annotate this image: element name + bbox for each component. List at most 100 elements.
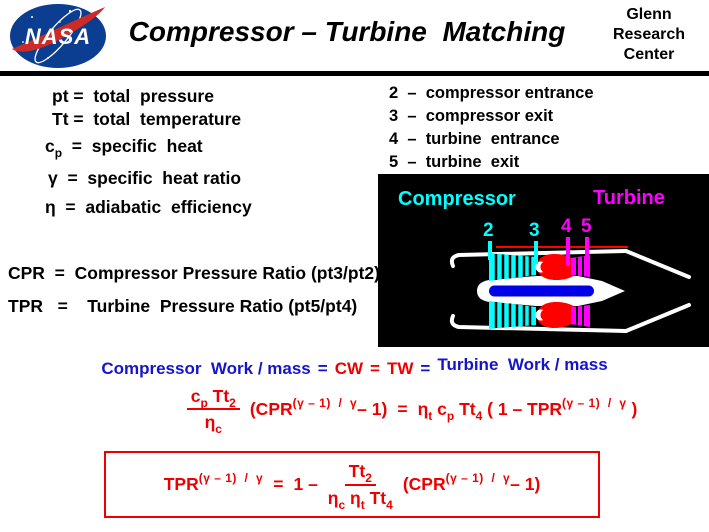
nasa-logo-orbit — [34, 8, 82, 64]
work-mass-equation: Compressor Work / mass = CW = TW = Turbi… — [0, 355, 709, 379]
Tt2-symbol: Tt — [207, 386, 230, 406]
eta-t-symbol: η — [345, 487, 361, 508]
nasa-logo-text: NASA — [25, 24, 91, 49]
nozzle-top — [624, 249, 691, 279]
turbine-blades-top — [576, 256, 584, 277]
definition-text: = total pressure — [68, 86, 214, 106]
station-2-label: 2 — [483, 220, 494, 241]
equals-sign: = — [370, 359, 380, 378]
turbine-blades-bottom — [576, 305, 584, 326]
definition-text: = specific heat — [62, 136, 203, 156]
definition-text: = specific heat ratio — [57, 168, 242, 188]
org-line-1: Glenn — [626, 6, 672, 23]
cowl-top — [449, 249, 628, 268]
cp-symbol: c — [432, 398, 447, 419]
cpr-exponent: (γ – 1) / γ — [292, 395, 358, 410]
nasa-logo: NASA — [10, 4, 106, 68]
combustor-top-inner — [540, 261, 553, 273]
Tt2-subscript: 2 — [229, 396, 236, 410]
fraction-denominator: ηc — [204, 410, 222, 436]
cp-symbol: c — [190, 386, 201, 406]
definition-cp: cp = specific heat — [45, 136, 203, 160]
cpr-open: (CPR — [402, 474, 446, 494]
eta-symbol: η — [204, 412, 216, 433]
fraction-denominator: ηc ηt Tt4 — [327, 486, 393, 512]
turbine-work-term: ηt cp Tt4 ( 1 – TPR(γ – 1) / γ ) — [418, 395, 638, 423]
cowl-bottom — [449, 314, 628, 333]
Tt4-subscript: 4 — [386, 497, 393, 512]
cpr-definition: CPR = Compressor Pressure Ratio (pt3/pt2… — [8, 263, 380, 283]
eta-t-subscript: t — [360, 497, 365, 512]
cp-subscript: p — [446, 408, 455, 423]
combustor-bottom-inner — [540, 309, 553, 321]
Tt4-subscript: 4 — [475, 408, 483, 423]
cpr-close: – 1) — [357, 398, 388, 419]
compressor-label: Compressor — [398, 188, 516, 210]
station-row-4: 4 – turbine entrance — [389, 130, 560, 148]
engine-shaft — [489, 285, 594, 297]
tpr-lhs: TPR(γ – 1) / γ — [163, 471, 264, 495]
station-5-label: 5 — [581, 216, 592, 237]
equals-sign: = — [420, 359, 431, 378]
turbine-bottom — [571, 305, 590, 327]
station-row-3: 3 – compressor exit — [389, 107, 554, 125]
cpr-term: (CPR(γ – 1) / γ– 1) — [402, 471, 541, 495]
symbol: η — [45, 197, 56, 217]
tpr-symbol: TPR — [163, 474, 199, 494]
eta-c-subscript: c — [338, 497, 346, 512]
definition-text: = adiabatic efficiency — [55, 197, 252, 217]
symbol: γ — [48, 168, 58, 188]
symbol-subscript: p — [54, 146, 63, 160]
equals-sign: = — [273, 474, 284, 494]
Tt2-symbol: Tt — [348, 461, 366, 482]
fraction-cpTt2-over-etac: cp Tt2 ηc — [186, 386, 240, 436]
definition-text: = total temperature — [68, 109, 242, 129]
work-balance-equation: cp Tt2 ηc (CPR(γ – 1) / γ– 1) = ηt cp Tt… — [115, 386, 709, 436]
definition-Tt: Tt = total temperature — [52, 109, 241, 130]
station-row-5: 5 – turbine exit — [389, 153, 520, 171]
fraction-numerator: cp Tt2 — [186, 386, 240, 411]
org-line-3: Center — [623, 46, 675, 63]
Tt4-symbol: Tt — [364, 487, 387, 508]
org-line-2: Research — [612, 26, 686, 43]
page-title: Compressor – Turbine Matching — [128, 16, 566, 47]
tpr-exponent: (γ – 1) / γ — [562, 395, 627, 410]
symbol: Tt — [52, 109, 69, 129]
turbine-label: Turbine — [593, 187, 665, 209]
fraction-numerator: Tt2 — [344, 461, 376, 486]
Tt4-symbol: Tt — [454, 398, 476, 419]
station-list: 2 – compressor entrance 3 – compressor e… — [389, 82, 594, 174]
tpr-exponent: (γ – 1) / γ — [198, 471, 264, 485]
Tt2-subscript: 2 — [365, 471, 372, 486]
eta-t-subscript: t — [428, 408, 433, 423]
tw-symbol: TW — [386, 359, 414, 378]
header-divider — [0, 71, 709, 76]
cp-subscript: p — [200, 396, 208, 410]
compressor-blades-bottom — [494, 302, 532, 328]
nasa-logo-swoosh — [12, 7, 105, 52]
cw-symbol: CW — [334, 359, 364, 378]
cpr-term: (CPR(γ – 1) / γ– 1) — [249, 395, 388, 420]
fraction-Tt2-over-etacetatTt4: Tt2 ηc ηt Tt4 — [327, 461, 393, 512]
station-row-2: 2 – compressor entrance — [389, 84, 594, 102]
equals-sign: = — [317, 359, 328, 378]
one-minus: 1 – — [293, 474, 318, 494]
definition-gamma: γ = specific heat ratio — [48, 168, 241, 189]
eta-c-symbol: η — [327, 487, 339, 508]
tpr-definition: TPR = Turbine Pressure Ratio (pt5/pt4) — [8, 296, 358, 316]
nozzle-bottom — [624, 303, 691, 333]
station-4-label: 4 — [561, 216, 572, 237]
boxed-tpr-equation: TPR(γ – 1) / γ = 1 – Tt2 ηc ηt Tt4 (CPR(… — [104, 451, 600, 518]
station-3-label: 3 — [529, 220, 540, 241]
definition-pt: pt = total pressure — [52, 86, 214, 107]
engine-diagram: Compressor Turbine 2 3 4 5 — [378, 174, 709, 347]
compressor-blades-top — [494, 254, 532, 280]
cpr-exponent: (γ – 1) / γ — [445, 471, 511, 485]
tpr-open: ( 1 – TPR — [482, 398, 563, 419]
symbol: pt — [52, 86, 69, 106]
cpr-open: (CPR — [249, 398, 293, 419]
cpr-close: – 1) — [510, 474, 541, 494]
engine-schematic: Compressor Turbine 2 3 4 5 — [398, 187, 691, 333]
turbine-work-label: Turbine Work / mass — [437, 355, 608, 374]
